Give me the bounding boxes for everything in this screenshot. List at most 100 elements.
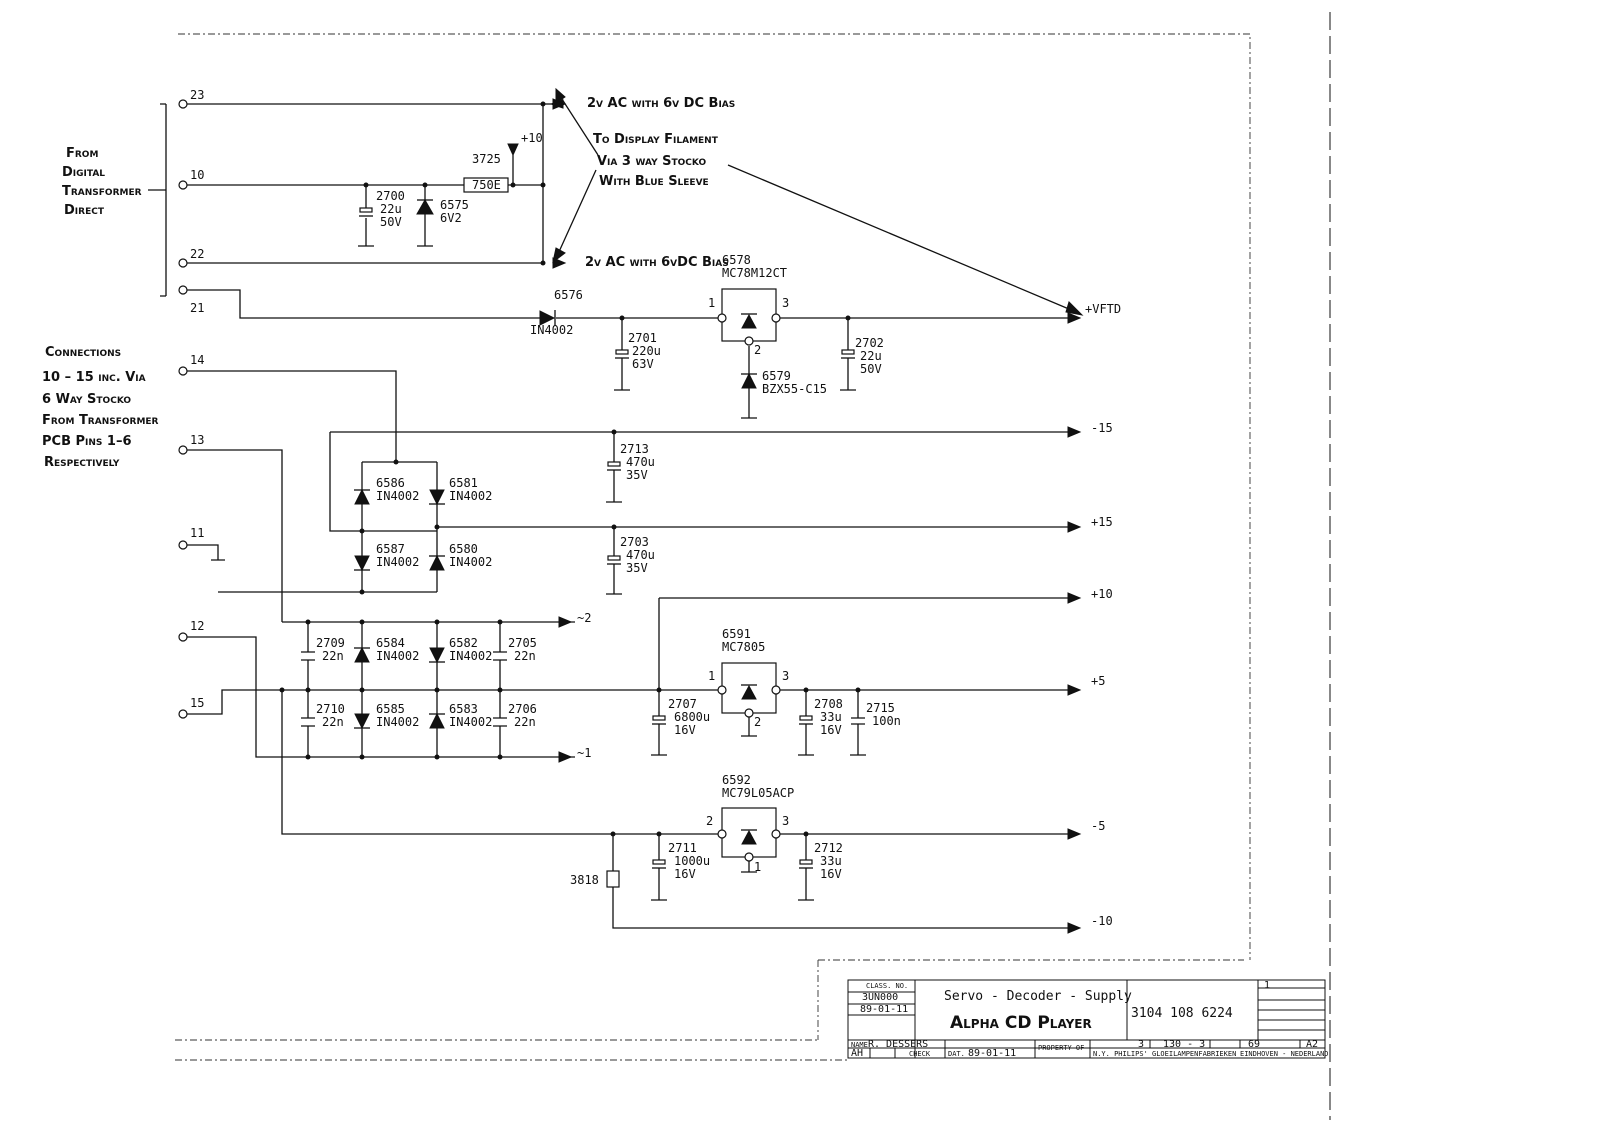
c2701-ref: 2701	[628, 331, 657, 345]
u6591-pin-out: 3	[782, 669, 789, 683]
u6592-pin-out: 3	[782, 814, 789, 828]
c2711-value: 1000u	[674, 854, 710, 868]
capacitor-2710: 2710 22n	[301, 702, 345, 729]
d6579-value: BZX55-C15	[762, 382, 827, 396]
rail-plus15: +15	[1067, 515, 1113, 533]
tb-initials: AH	[851, 1048, 863, 1059]
note-conn-line-1: Connections	[45, 345, 121, 360]
pin-21-label: 21	[190, 301, 204, 315]
rail-minus15: -15	[1067, 421, 1113, 438]
rail-minus5-label: -5	[1091, 819, 1105, 833]
zener-6579: 6579 BZX55-C15	[741, 369, 827, 396]
c2700-ref: 2700	[376, 189, 405, 203]
r3725-ref: 3725	[472, 152, 501, 166]
c2710-value: 22n	[322, 715, 344, 729]
sheet-frame	[175, 12, 1331, 1120]
tb-subtitle: Servo - Decoder - Supply	[944, 989, 1132, 1004]
c2700-value: 22u	[380, 202, 402, 216]
d6579-ref: 6579	[762, 369, 791, 383]
note-filament: To Display Filament Via 3 way Stocko Wit…	[552, 87, 1084, 316]
d6575-value: 6V2	[440, 211, 462, 225]
capacitor-2712: 2712 33u 16V	[799, 841, 843, 881]
capacitor-2713: 2713 470u 35V	[607, 442, 655, 482]
d6585-value: IN4002	[376, 715, 419, 729]
c2713-volt: 35V	[626, 468, 648, 482]
note-ac-top: 2v AC with 6v DC Bias	[587, 96, 735, 111]
rail-tilde2-label: ~2	[577, 611, 591, 625]
diode-6576: 6576 IN4002	[530, 288, 583, 337]
tb-date-label: DAT.	[948, 1050, 965, 1058]
rail-tilde1: ~1	[558, 746, 591, 763]
r3818-ref: 3818	[570, 873, 599, 887]
c2713-value: 470u	[626, 455, 655, 469]
diode-6582: 6582 IN4002	[429, 636, 492, 664]
pin-13-label: 13	[190, 433, 204, 447]
note-conn-line-6: Respectively	[44, 455, 120, 470]
resistor-3818: 3818	[570, 870, 620, 888]
rail-minus15-label: -15	[1091, 421, 1113, 435]
note-from-line-2: Digital	[62, 165, 105, 180]
note-conn-line-2: 10 – 15 inc. Via	[42, 370, 146, 385]
note-conn-line-3: 6 Way Stocko	[42, 392, 131, 407]
diode-6585: 6585 IN4002	[354, 702, 419, 730]
note-from-line-1: From	[66, 146, 98, 161]
regulator-6591: 6591 MC7805 1 3 2	[708, 627, 789, 729]
c2709-value: 22n	[322, 649, 344, 663]
c2703-volt: 35V	[626, 561, 648, 575]
pin-12[interactable]: 12	[178, 619, 204, 642]
c2712-ref: 2712	[814, 841, 843, 855]
pin-23[interactable]: 23	[178, 88, 204, 109]
c2701-volt: 63V	[632, 357, 654, 371]
note-filament-line-2: Via 3 way Stocko	[597, 154, 706, 169]
d6582-ref: 6582	[449, 636, 478, 650]
pin-14[interactable]: 14	[178, 353, 204, 376]
r3725-value: 750E	[472, 178, 501, 192]
u6591-pin-in: 1	[708, 669, 715, 683]
tb-property-label: PROPERTY OF	[1038, 1044, 1084, 1052]
pin-23-label: 23	[190, 88, 204, 102]
tb-sheet: 3	[1138, 1039, 1144, 1050]
u6578-value: MC78M12CT	[722, 266, 787, 280]
note-from-transformer: From Digital Transformer Direct	[62, 146, 142, 218]
pin-22[interactable]: 22	[178, 247, 204, 268]
c2715-ref: 2715	[866, 701, 895, 715]
d6575-ref: 6575	[440, 198, 469, 212]
c2709-ref: 2709	[316, 636, 345, 650]
pin-15[interactable]: 15	[178, 696, 204, 719]
capacitor-2703: 2703 470u 35V	[607, 535, 655, 575]
u6591-pin-gnd: 2	[754, 715, 761, 729]
wires-lower	[187, 597, 1075, 929]
d6581-ref: 6581	[449, 476, 478, 490]
capacitor-2709: 2709 22n	[301, 636, 345, 663]
c2702-volt: 50V	[860, 362, 882, 376]
capacitor-2705: 2705 22n	[493, 636, 537, 663]
zener-6575: 6575 6V2	[416, 198, 469, 225]
c2707-volt: 16V	[674, 723, 696, 737]
capacitor-2702: 2702 22u 50V	[841, 336, 884, 376]
d6583-ref: 6583	[449, 702, 478, 716]
pin-22-label: 22	[190, 247, 204, 261]
diode-6580: 6580 IN4002	[429, 542, 492, 571]
note-ac-top-text: 2v AC with 6v DC Bias	[587, 96, 735, 111]
d6581-value: IN4002	[449, 489, 492, 503]
tb-title: Alpha CD Player	[950, 1013, 1092, 1033]
tb-revision: 1	[1264, 980, 1270, 991]
d6576-ref: 6576	[554, 288, 583, 302]
pin-10[interactable]: 10	[178, 168, 204, 190]
d6586-value: IN4002	[376, 489, 419, 503]
left-bracket	[148, 103, 167, 297]
pin-13[interactable]: 13	[178, 433, 204, 455]
c2707-value: 6800u	[674, 710, 710, 724]
d6584-value: IN4002	[376, 649, 419, 663]
capacitor-2707: 2707 6800u 16V	[652, 697, 710, 737]
arrow-ac-top	[543, 98, 567, 110]
u6591-ref: 6591	[722, 627, 751, 641]
rail-tilde2: ~2	[558, 611, 591, 628]
resistor-3725: 3725 750E	[463, 152, 509, 193]
tb-date: 89-01-11	[860, 1004, 908, 1015]
c2711-ref: 2711	[668, 841, 697, 855]
c2705-ref: 2705	[508, 636, 537, 650]
tb-date2: 89-01-11	[968, 1048, 1016, 1059]
u6592-value: MC79L05ACP	[722, 786, 794, 800]
